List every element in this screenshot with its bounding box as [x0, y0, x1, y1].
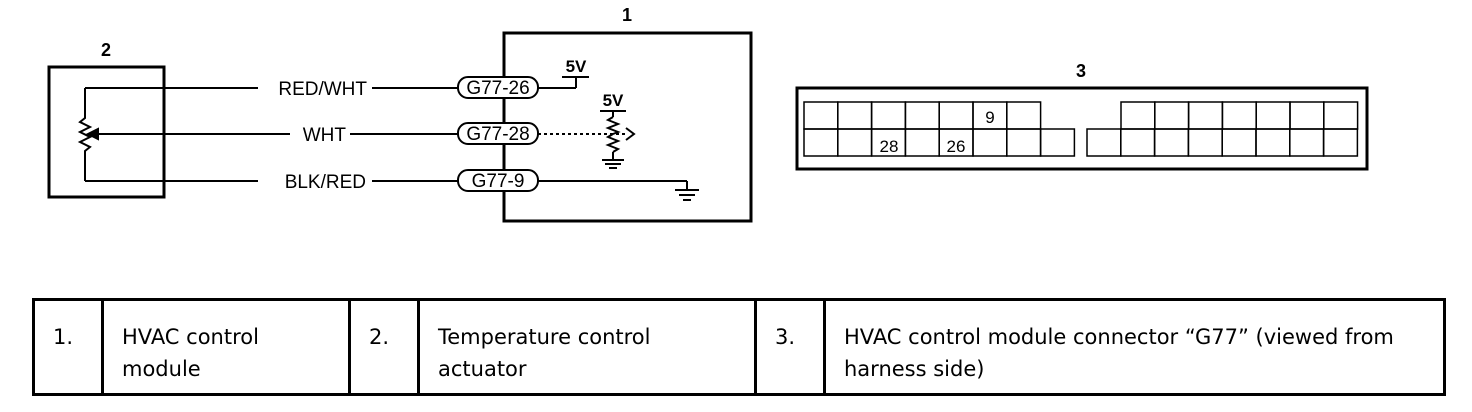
connector-pin-cell [803, 101, 839, 130]
connector-pin-cell [904, 128, 940, 157]
connector-pin-cell [1120, 101, 1156, 130]
connector-pin-cell [1323, 101, 1359, 130]
legend-description: Temperature control actuator [417, 298, 757, 396]
connector-pin-cell [1039, 128, 1076, 157]
module-box [502, 31, 753, 223]
connector-pin-cell [1289, 101, 1325, 130]
connector-pin-cell [1255, 128, 1291, 157]
actuator-label: 2 [101, 40, 111, 60]
connector-pin-cell [870, 101, 907, 130]
connector-pin-cell [904, 101, 940, 130]
potentiometer-icon [77, 87, 290, 182]
connector-pin-cell [972, 128, 1008, 157]
connector-pin-cell [1187, 128, 1223, 157]
connector-pin-cell [1255, 101, 1291, 130]
connector-pin-cell [1120, 128, 1156, 157]
connector-pin-cell [803, 128, 839, 157]
wire-lines [350, 87, 460, 182]
connector-pin-cell [1289, 128, 1325, 157]
terminal-g77-28: G77-28 [466, 124, 529, 145]
legend-description: HVAC control module connector “G77” (vie… [823, 298, 1446, 396]
wire-color-blk-red: BLK/RED [285, 172, 366, 193]
connector-pin-cell [1086, 128, 1122, 157]
connector-pin-label: 28 [880, 137, 899, 156]
legend-number: 3. [754, 298, 826, 396]
connector-label: 3 [1076, 61, 1086, 81]
legend-table: 1. HVAC control module 2. Temperature co… [32, 298, 1446, 396]
legend-row: 1. HVAC control module 2. Temperature co… [32, 298, 1446, 396]
connector-pin-label: 26 [947, 137, 966, 156]
connector-pin-cell [837, 101, 873, 130]
connector-pin-cell [1006, 101, 1042, 130]
terminal-g77-26: G77-26 [466, 78, 529, 99]
legend-number: 2. [348, 298, 420, 396]
divider-voltage-label: 5V [603, 91, 624, 110]
actuator-box [47, 65, 166, 199]
wire-color-wht: WHT [303, 125, 347, 146]
wire-color-red-wht: RED/WHT [278, 79, 367, 100]
module-label: 1 [622, 5, 632, 25]
connector-pin-cell [1187, 101, 1224, 130]
supply-voltage-label: 5V [566, 57, 587, 76]
legend-number: 1. [32, 298, 104, 396]
terminal-g77-9: G77-9 [472, 171, 525, 192]
connector-pin-label: 9 [985, 108, 994, 127]
connector-pin-cell [1153, 128, 1190, 157]
internal-circuit [538, 76, 699, 201]
connector-pin-cell [938, 101, 974, 130]
connector-outline [795, 86, 1369, 171]
wiring-diagram: 2 RED/WHT WHT BLK/RED 1 G77-26 G77-28 G7… [47, 5, 1369, 223]
connector-pin-cell [1322, 128, 1359, 157]
connector-pin-cell [1154, 101, 1190, 130]
connector-pin-cell [837, 128, 873, 157]
connector-pin-cell [1221, 128, 1257, 157]
connector-pin-cell [1006, 128, 1042, 157]
connector-pin-cell [1221, 101, 1257, 130]
legend-description: HVAC control module [101, 298, 351, 396]
connector-pin-grid [803, 101, 1359, 157]
